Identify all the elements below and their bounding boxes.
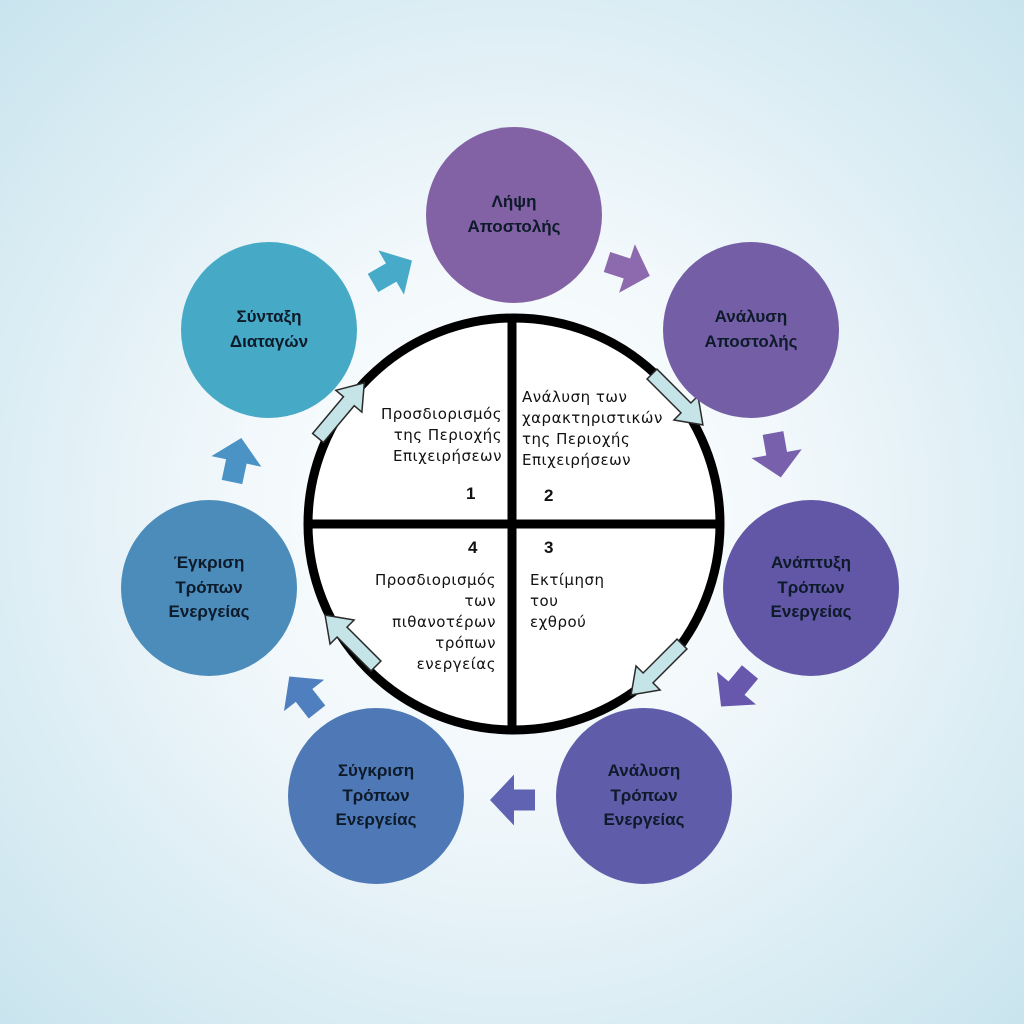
quadrant-2-text: Ανάλυση των χαρακτηριστικών της Περιοχής…	[522, 388, 663, 469]
cycle-arrows	[211, 244, 802, 826]
cycle-arrow-1	[603, 244, 650, 293]
step-orders-production: Σύνταξη Διαταγών	[181, 242, 357, 418]
inner-arrows	[311, 367, 704, 696]
cycle-arrow-3	[716, 665, 759, 707]
step-label: Έγκριση Τρόπων Ενεργείας	[168, 553, 250, 622]
step-coa-analysis: Ανάλυση Τρόπων Ενεργείας	[556, 708, 732, 884]
step-label: Λήψη Αποστολής	[467, 192, 561, 236]
quadrant-3-number: 3	[544, 538, 554, 557]
step-coa-development: Ανάπτυξη Τρόπων Ενεργείας	[723, 500, 899, 676]
cycle-arrow-7	[367, 250, 412, 295]
quadrant-4-number: 4	[468, 538, 478, 557]
cycle-arrow-2	[751, 431, 802, 478]
step-label: Ανάλυση Αποστολής	[704, 307, 798, 351]
inner-arrow-3	[324, 614, 383, 673]
process-circle-outline	[303, 313, 725, 735]
step-coa-approval: Έγκριση Τρόπων Ενεργείας	[121, 500, 297, 676]
quadrant-1-text: Προσδιορισμός της Περιοχής Επιχειρήσεων	[380, 405, 502, 465]
cycle-arrow-4	[490, 774, 535, 826]
cycle-arrow-5	[283, 676, 326, 719]
step-label: Σύνταξη Διαταγών	[229, 307, 309, 351]
process-circle	[303, 313, 725, 735]
step-label: Ανάλυση Τρόπων Ενεργείας	[603, 761, 685, 830]
quadrant-4-text: Προσδιορισμός των πιθανοτέρων τρόπων ενε…	[374, 571, 496, 673]
inner-arrow-4	[311, 381, 366, 444]
step-label: Σύγκριση Τρόπων Ενεργείας	[335, 761, 417, 830]
step-coa-comparison: Σύγκριση Τρόπων Ενεργείας	[288, 708, 464, 884]
step-label: Ανάπτυξη Τρόπων Ενεργείας	[770, 553, 852, 622]
quadrant-1-number: 1	[466, 484, 476, 503]
inner-arrow-1	[645, 367, 704, 426]
inner-arrow-2	[630, 637, 689, 696]
step-receive-mission: Λήψη Αποστολής	[426, 127, 602, 303]
step-mission-analysis: Ανάλυση Αποστολής	[663, 242, 839, 418]
cycle-arrow-6	[211, 437, 262, 485]
quadrant-2-number: 2	[544, 486, 554, 505]
quadrant-3-text: Εκτίμηση του εχθρού	[530, 571, 605, 631]
